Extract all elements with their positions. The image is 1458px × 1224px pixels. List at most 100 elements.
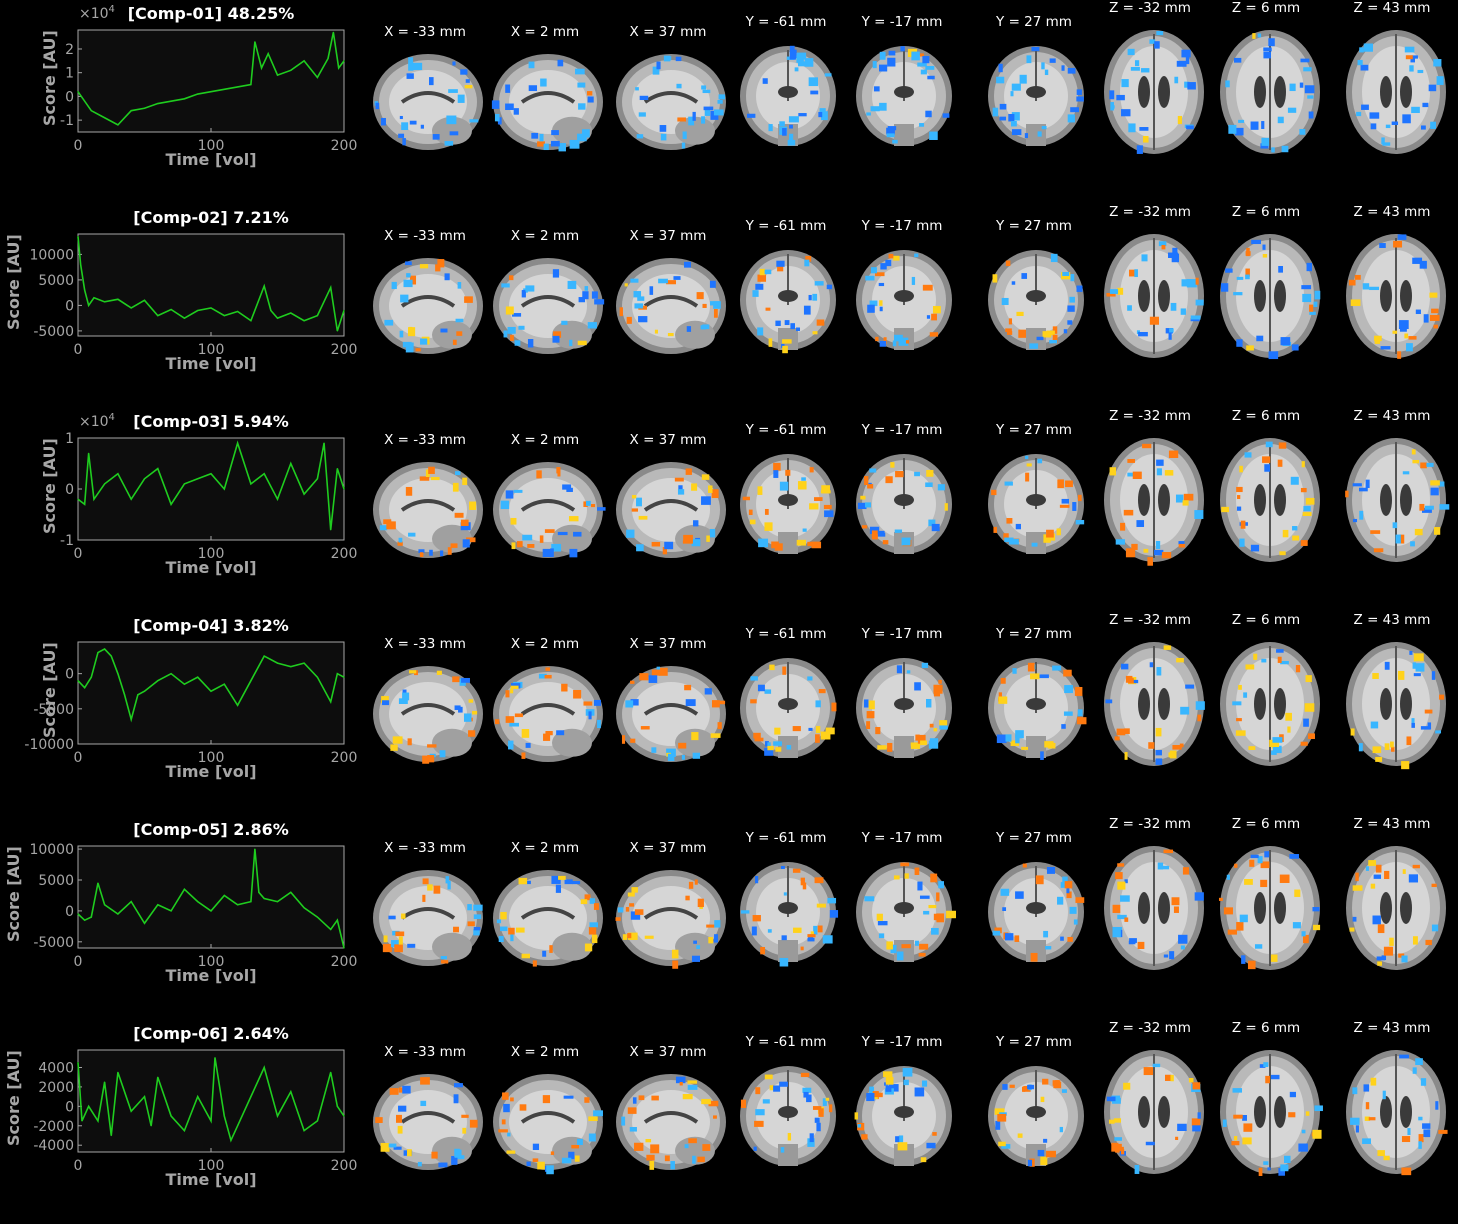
slice-label: X = 37 mm — [629, 432, 707, 448]
data-point — [88, 304, 90, 306]
slice-label: Y = 27 mm — [996, 626, 1072, 642]
slice-label: Z = -32 mm — [1109, 816, 1191, 832]
data-point — [343, 488, 345, 490]
sagittal-slice — [493, 870, 603, 967]
slice-label: X = 37 mm — [629, 24, 707, 40]
data-point — [157, 1076, 159, 1078]
data-point — [263, 655, 265, 657]
slice-label: Z = -32 mm — [1109, 1020, 1191, 1036]
data-point — [250, 320, 252, 322]
x-tick-label: 200 — [331, 954, 358, 970]
y-tick-label: 5000 — [38, 873, 74, 889]
data-point — [197, 676, 199, 678]
data-point — [223, 315, 225, 317]
slice-label: Z = -32 mm — [1109, 612, 1191, 628]
y-tick-label: 0 — [65, 1099, 74, 1115]
data-point — [223, 683, 225, 685]
y-axis-label: Score [AU] — [4, 234, 23, 330]
data-point — [157, 102, 159, 105]
data-point — [104, 301, 106, 303]
slice-label: X = 2 mm — [510, 432, 580, 448]
data-point — [254, 848, 256, 850]
axial-slice — [1346, 846, 1446, 970]
plot-title: [Comp-01] 48.25% — [127, 4, 295, 23]
data-point — [250, 680, 252, 682]
axis-multiplier: ×104 — [79, 412, 115, 430]
data-point — [237, 1125, 239, 1127]
y-tick-label: 10000 — [29, 247, 74, 263]
data-point — [77, 498, 79, 500]
data-point — [143, 1096, 146, 1098]
slice-label: X = -33 mm — [384, 1044, 466, 1060]
data-point — [90, 676, 92, 678]
data-point — [343, 1115, 345, 1117]
slice-label: X = 2 mm — [510, 24, 580, 40]
data-point — [117, 1071, 119, 1073]
axes-face — [77, 29, 345, 133]
axial-slice — [1220, 642, 1320, 766]
coronal-slice — [740, 250, 836, 354]
axial-slice — [1104, 438, 1204, 566]
sagittal-slice — [373, 870, 483, 966]
sagittal-slice — [373, 54, 483, 150]
data-point — [157, 680, 159, 682]
data-point — [330, 529, 332, 531]
data-point — [336, 919, 338, 921]
slice-label: Y = -17 mm — [861, 830, 943, 846]
y-tick-label: 0 — [65, 667, 74, 683]
sagittal-slice — [373, 462, 483, 558]
data-point — [237, 442, 239, 444]
x-tick-label: 200 — [331, 138, 358, 154]
data-point — [84, 919, 86, 921]
x-axis-label: Time [vol] — [165, 558, 257, 577]
coronal-slice — [856, 250, 952, 350]
slice-label: Z = 43 mm — [1353, 204, 1431, 220]
data-point — [290, 1091, 292, 1093]
plot-title: [Comp-05] 2.86% — [133, 820, 289, 839]
data-point — [123, 694, 126, 696]
y-tick-label: 0 — [65, 89, 74, 105]
data-point — [303, 907, 305, 909]
data-point — [97, 882, 99, 884]
x-tick-label: 100 — [198, 750, 225, 766]
data-point — [130, 718, 132, 720]
data-point — [77, 1062, 79, 1064]
data-point — [170, 100, 172, 102]
y-tick-label: 1 — [65, 431, 74, 447]
data-point — [90, 916, 92, 918]
x-axis-label: Time [vol] — [165, 150, 257, 169]
plot-title: [Comp-06] 2.64% — [133, 1024, 289, 1043]
coronal-slice — [988, 1066, 1084, 1167]
data-point — [197, 1096, 199, 1098]
slice-label: X = 2 mm — [510, 636, 580, 652]
sagittal-slice — [493, 258, 605, 354]
data-point — [210, 1120, 212, 1122]
data-point — [336, 673, 338, 675]
slice-label: Y = -17 mm — [861, 14, 943, 30]
slice-label: Z = 43 mm — [1353, 0, 1431, 16]
slice-label: Y = -61 mm — [745, 422, 827, 438]
data-point — [237, 704, 239, 706]
data-point — [327, 57, 329, 60]
coronal-slice — [740, 862, 839, 967]
data-point — [343, 947, 345, 949]
data-point — [263, 473, 265, 475]
data-point — [77, 913, 79, 915]
data-point — [84, 503, 86, 505]
sagittal-slice — [373, 666, 483, 764]
y-tick-label: -2000 — [33, 1119, 74, 1135]
data-point — [336, 468, 338, 470]
coronal-slice — [740, 45, 836, 146]
coronal-slice — [856, 46, 952, 146]
sagittal-slice — [616, 666, 726, 762]
data-point — [276, 74, 279, 76]
x-tick-label: 0 — [74, 546, 83, 562]
data-point — [250, 483, 252, 485]
data-point — [267, 53, 269, 55]
slice-label: Y = -61 mm — [745, 830, 827, 846]
